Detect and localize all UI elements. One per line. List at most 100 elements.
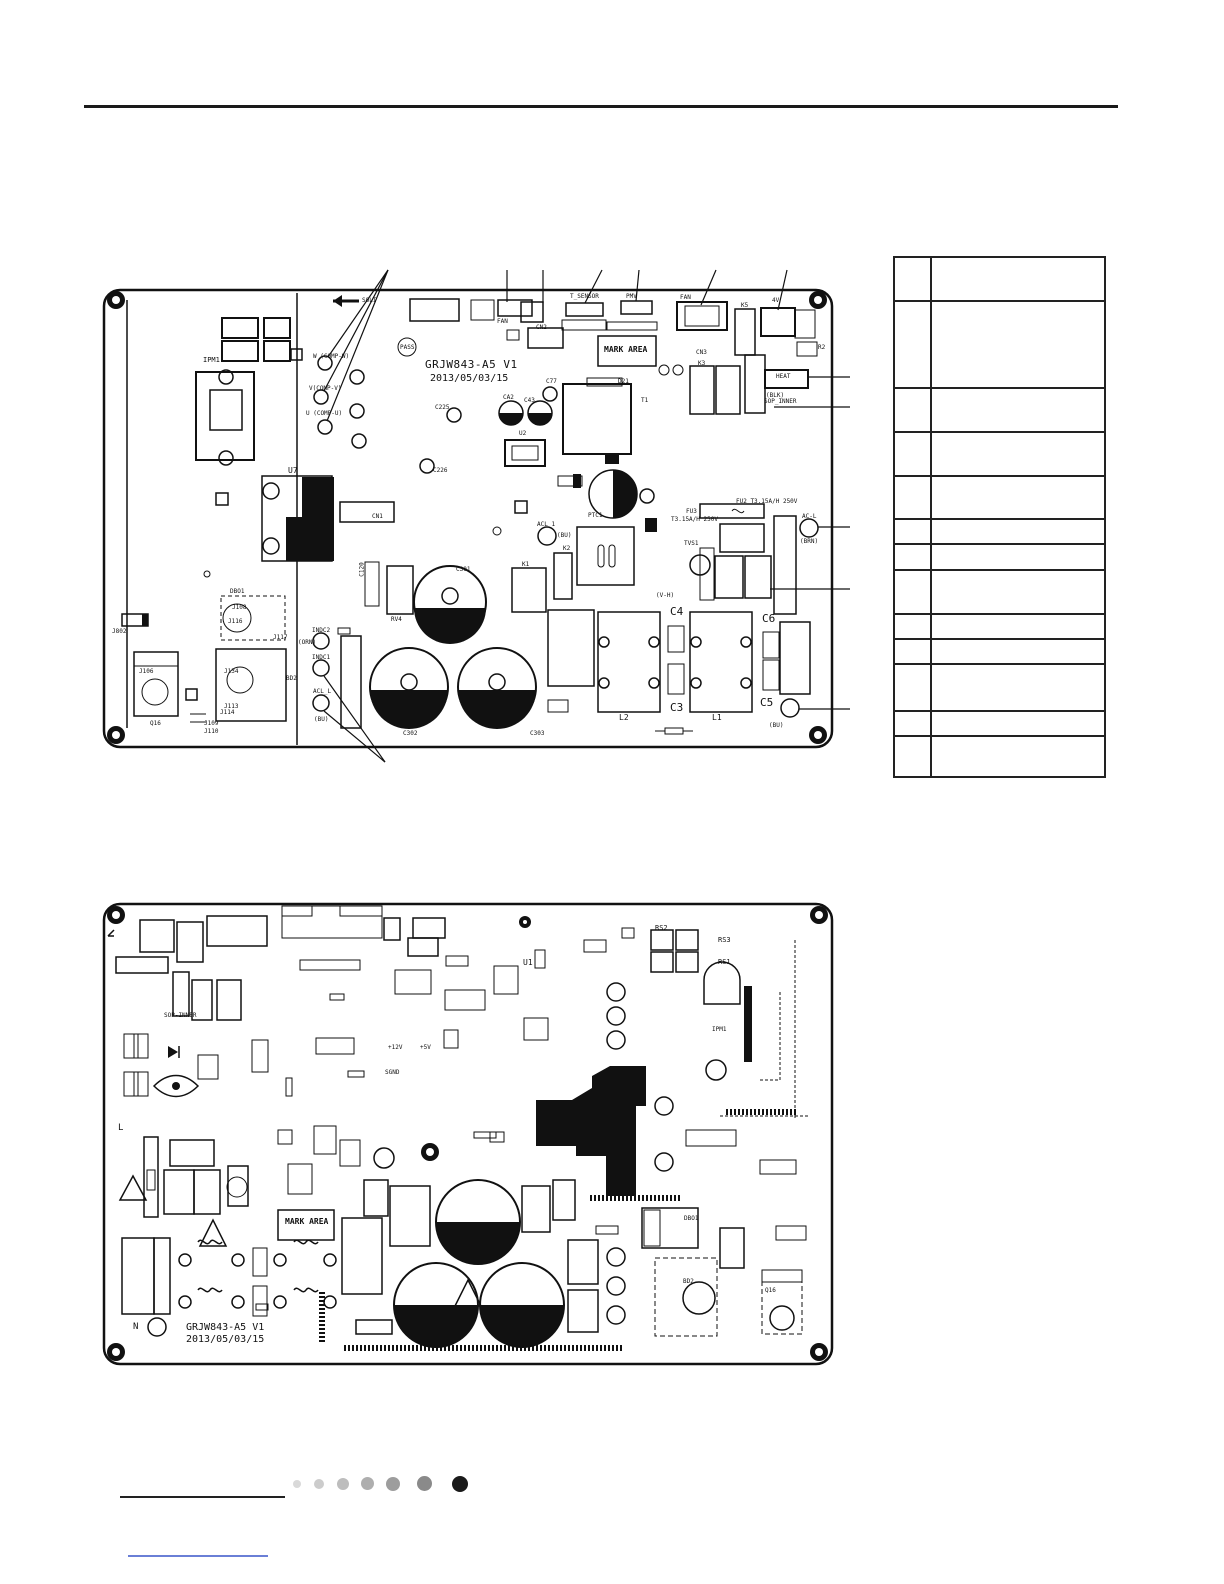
k2-label: K2 xyxy=(563,545,571,552)
heat-label: HEAT xyxy=(776,373,791,380)
cn1-label: CN1 xyxy=(372,513,383,520)
bu-right-label: (BU) xyxy=(769,722,784,729)
j113-label: J113 xyxy=(224,703,239,710)
j109-label: J109 xyxy=(204,720,219,727)
indc2-label: INDC2 xyxy=(312,627,331,634)
t-sensor-label: T_SENSOR xyxy=(570,293,599,300)
bu-top-label: (BU) xyxy=(557,532,572,539)
pmv-label: PMV xyxy=(626,293,637,300)
pcb-top-diagram xyxy=(102,269,850,763)
l2-label: L2 xyxy=(619,713,629,722)
brn-label: (BRN) xyxy=(800,538,819,545)
bottom-model-label: GRJW843-A5 V1 xyxy=(186,1322,265,1333)
rv4-label: RV4 xyxy=(391,616,402,623)
bottom-sop-inner-label: SOP-INNER xyxy=(164,1012,197,1019)
c302-label: C302 xyxy=(403,730,418,737)
board-model-label: GRJW843-A5 V1 xyxy=(425,358,518,371)
ac-l-label: AC-L xyxy=(802,513,817,520)
indc1-label: INDC1 xyxy=(312,654,331,661)
d21-label: D21 xyxy=(618,378,629,385)
c225-label: C225 xyxy=(435,404,450,411)
c226-label: C226 xyxy=(433,467,448,474)
bottom-sgnd-label: SGND xyxy=(385,1069,400,1076)
vh-label: (V-H) xyxy=(656,592,675,599)
cn2-label: CN2 xyxy=(536,324,547,331)
j110-label: J110 xyxy=(204,728,219,735)
bottom-ipm-label: IPM1 xyxy=(712,1026,727,1033)
bottom-u1-label: U1 xyxy=(523,958,533,967)
pcb-top-outline xyxy=(102,288,834,749)
c77-label: C77 xyxy=(546,378,557,385)
mounting-holes xyxy=(107,291,827,744)
bd2-label: BD2 xyxy=(286,675,297,682)
bottom-n-label: N xyxy=(133,1322,139,1332)
pcb-bottom-diagram xyxy=(102,902,834,1366)
c120-label: C120 xyxy=(358,562,366,577)
header-rule xyxy=(84,105,1118,108)
j106-label: J106 xyxy=(139,668,154,675)
bottom-mark-area-label: MARK AREA xyxy=(285,1217,329,1226)
page-progress-dots xyxy=(288,1473,478,1495)
k3-label: K3 xyxy=(698,360,706,367)
ptc1-label: PTC1 xyxy=(588,512,603,519)
bottom-rs1-label: RS1 xyxy=(718,958,731,966)
c43-label: C43 xyxy=(524,397,535,404)
tvs1-label: TVS1 xyxy=(684,540,699,547)
bottom-dbo1-label: DBO1 xyxy=(684,1215,699,1222)
bottom-date-label: 2013/05/03/15 xyxy=(186,1334,265,1345)
ca2-label: CA2 xyxy=(503,394,514,401)
sop-inner-label: SOP_INNER xyxy=(764,398,797,405)
ipm-label: IPM1 xyxy=(203,356,220,364)
legend-table xyxy=(893,256,1106,778)
acl-l-label: ACL_L xyxy=(313,688,332,695)
pass-label: PASS xyxy=(400,344,415,351)
u2-label: U2 xyxy=(519,430,527,437)
comp-v-label: V(COMP-V) xyxy=(309,385,342,392)
bottom-l-label: L xyxy=(118,1123,124,1133)
bottom-5v-label: +5V xyxy=(420,1044,431,1051)
bottom-bd2-label: BD2 xyxy=(683,1278,694,1285)
bu-left-label: (BU) xyxy=(314,716,329,723)
q16-label: Q16 xyxy=(150,720,161,727)
four-way-label: 4V xyxy=(772,297,780,304)
j802-label: J802 xyxy=(112,628,127,635)
footer-link-underline[interactable] xyxy=(128,1555,268,1557)
bottom-12v-label: +12V xyxy=(388,1044,403,1051)
fan-connector-label: FAN xyxy=(680,294,691,301)
cn3-label: CN3 xyxy=(696,349,707,356)
j108-label: J108 xyxy=(232,604,247,611)
board-date-label: 2013/05/03/15 xyxy=(430,373,509,384)
comp-w-label: W (COMP-W) xyxy=(313,353,350,360)
fu3-label: FU3 xyxy=(686,508,697,515)
bottom-rs3-label: RS3 xyxy=(718,936,731,944)
fan-small-label: FAN xyxy=(497,318,508,325)
dbo1-label: DBO1 xyxy=(230,588,245,595)
fu2-label: FU2 T3.15A/H 250V xyxy=(736,498,798,505)
footer-rule xyxy=(120,1496,285,1498)
k1-label: K1 xyxy=(522,561,530,568)
r2-label: R2 xyxy=(818,344,826,351)
bottom-rs2-label: RS2 xyxy=(655,924,668,932)
soli-label: SOLI xyxy=(362,297,377,304)
c5-label: C5 xyxy=(760,696,774,709)
fu1-rating-label: T3.15A/H 250V xyxy=(671,516,718,523)
c301-label: C301 xyxy=(456,566,471,573)
j116-label: J116 xyxy=(228,618,243,625)
comp-u-label: U (COMP-U) xyxy=(306,410,343,417)
c4-label: C4 xyxy=(670,605,684,618)
j114-label: J114 xyxy=(220,709,235,716)
bottom-q16-label: Q16 xyxy=(765,1287,776,1294)
mark-area-label: MARK AREA xyxy=(604,345,648,354)
u7-label: U7 xyxy=(288,466,298,475)
l1-label: L1 xyxy=(712,713,722,722)
acl1-label: ACL_1 xyxy=(537,521,556,528)
blk-label: (BLK) xyxy=(766,392,785,399)
c6-label: C6 xyxy=(762,612,776,625)
k5-label: K5 xyxy=(741,302,749,309)
t1-label: T1 xyxy=(641,397,649,404)
c3-label: C3 xyxy=(670,701,684,714)
j134-label: J134 xyxy=(224,668,239,675)
j117-label: J117 xyxy=(273,634,288,641)
c303-label: C303 xyxy=(530,730,545,737)
orn-label: (ORN) xyxy=(298,639,317,646)
